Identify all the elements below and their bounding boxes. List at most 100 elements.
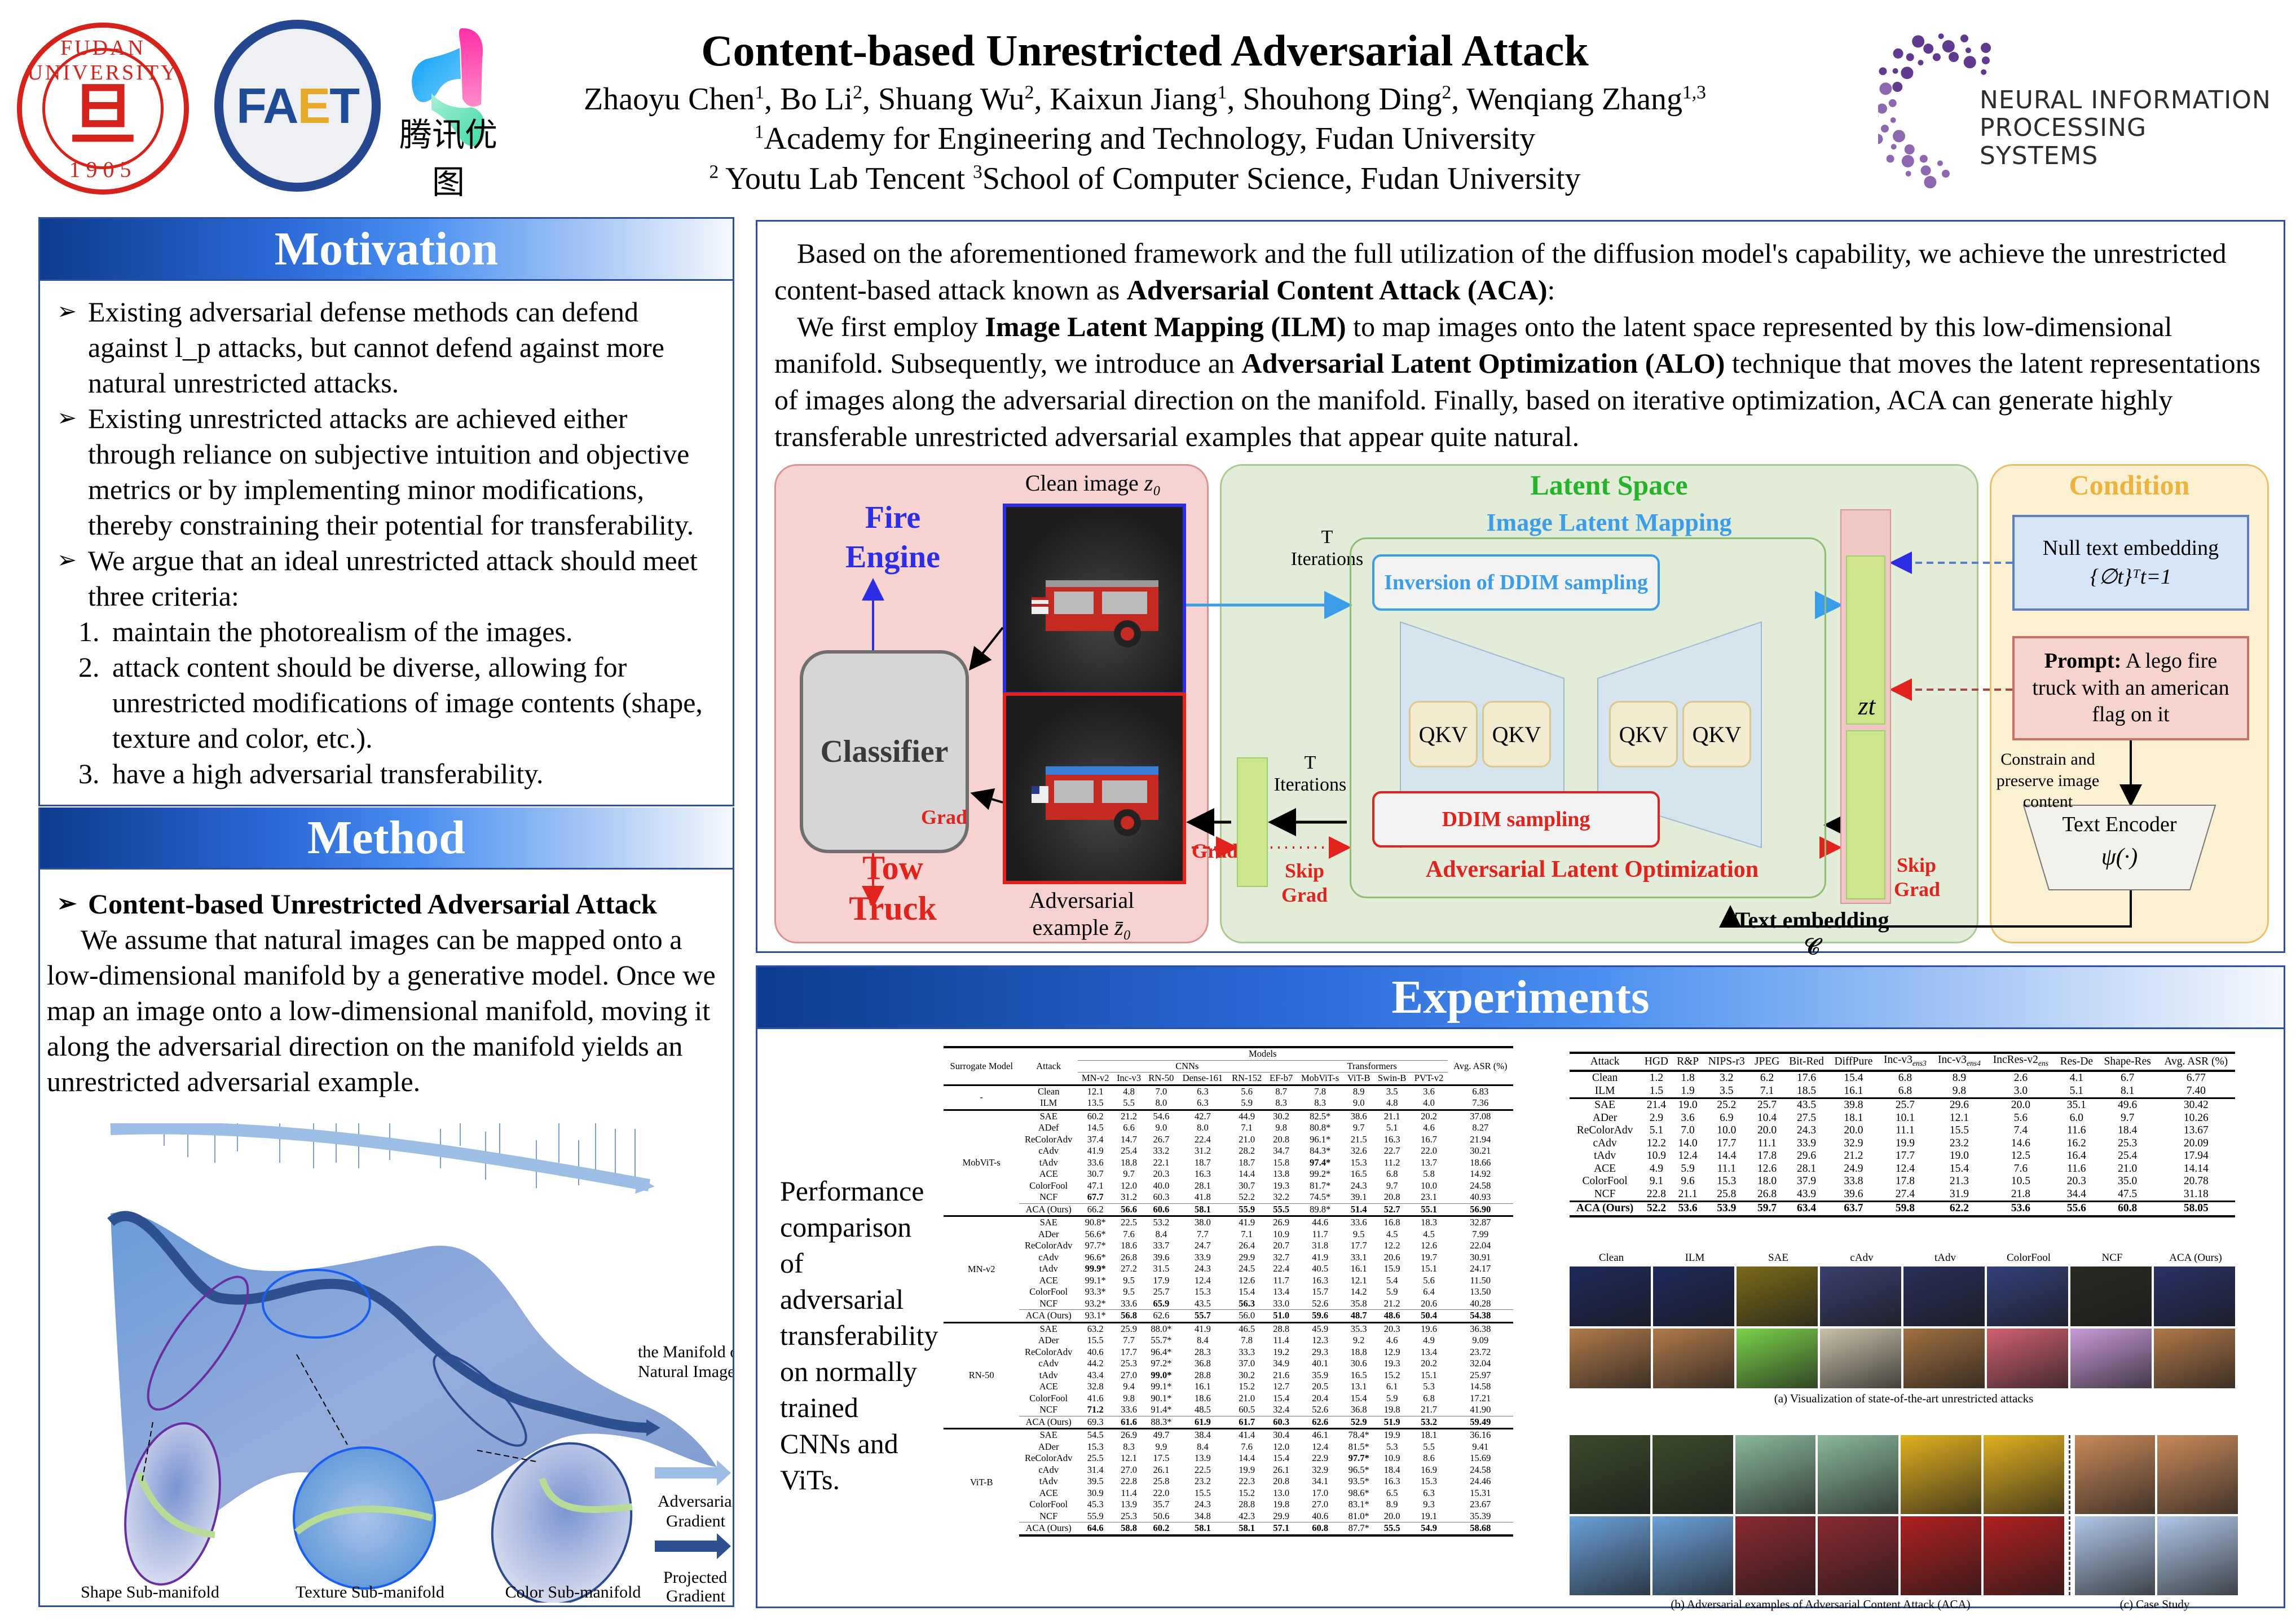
clean-image-label: Clean image z₀ [997,470,1189,496]
texture-sub-manifold-label: Texture Sub-manifold [296,1583,444,1601]
value-cell: 6.6 [1123,1122,1135,1133]
value-cell: 26.1 [1153,1464,1170,1475]
value-cell: 6.8 [1386,1168,1398,1179]
value-cell: 23.1 [1421,1191,1438,1202]
value-cell: 9.4 [1123,1381,1135,1392]
value-cell: 17.7 [1350,1240,1367,1251]
value-cell: 14.0 [1678,1137,1698,1149]
neurips-dot [1892,82,1903,92]
value-cell: 3.6 [1410,1084,1448,1097]
attack-cell: ACE [1039,1274,1058,1286]
value-cell: 8.1 [2121,1084,2135,1097]
value-cell: 16.1 [1350,1263,1367,1274]
attack-cell: ColorFool [1029,1180,1068,1191]
author-name: Wenqiang Zhang [1466,81,1682,117]
color-sub-manifold-disc [491,1442,633,1603]
prompt-box: Prompt: A lego fire truck with an americ… [2012,636,2249,740]
method-section: Method ➢Content-based Unrestricted Adver… [38,807,734,1607]
value-cell: 40.6 [1312,1510,1329,1521]
value-cell: 11.2 [1384,1157,1400,1168]
value-cell: 42.3 [1239,1510,1255,1521]
value-cell: 17.7 [1121,1346,1138,1357]
affiliation-mark: 2 [709,161,719,183]
null-text-formula: {∅t}ᵀt=1 [2090,565,2171,589]
value-cell: 9.0 [1352,1097,1365,1108]
value-cell: 97.7* [1085,1240,1106,1251]
aca-p1-text: Based on the aforementioned framework an… [774,237,2227,306]
null-text-embedding-box: Null text embedding {∅t}ᵀt=1 [2012,515,2249,611]
value-cell: 93.3* [1085,1286,1106,1297]
value-cell: 28.8 [1266,1321,1297,1335]
value-cell: 49.7 [1144,1428,1178,1441]
value-cell: 59.6 [1296,1309,1344,1322]
attack-visualization-image [1903,1329,1985,1388]
surrogate-model-cell: MobViT-s [944,1109,1020,1216]
value-cell: 17.6 [1784,1070,1829,1085]
neurips-dot [1888,99,1897,107]
value-cell: 17.9 [1153,1274,1170,1286]
value-cell: 17.8 [1895,1175,1915,1188]
value-cell: 15.2 [1239,1381,1255,1392]
value-cell: 3.5 [1720,1084,1734,1097]
prompt-label: Prompt: [2044,649,2122,673]
value-cell: 20.2 [1421,1358,1438,1369]
value-cell: 39.6 [1844,1188,1863,1200]
value-cell: 40.6 [1087,1346,1104,1357]
aca-example-image [1570,1435,1650,1514]
value-cell: 9.9 [1155,1441,1167,1452]
value-cell: 24.3 [1194,1499,1211,1510]
header-surrogate: Surrogate Model [944,1046,1020,1085]
attack-visualization-image [2154,1329,2235,1388]
caption-c: (c) Case Study [2119,1597,2190,1611]
text-encoder-shape [2022,805,2216,890]
value-cell: 34.1 [1312,1476,1329,1486]
attack-visualization-image [1987,1266,2068,1326]
value-cell: 83.1* [1348,1499,1369,1510]
value-cell: 42.7 [1178,1109,1228,1122]
avg-asr-cell: 6.83 [1447,1084,1513,1097]
value-cell: 12.5 [2011,1150,2030,1162]
column-header: Dense-161 [1182,1073,1223,1083]
value-cell: 52.6 [1312,1404,1329,1415]
attack-cell: ReColorAdv [1025,1240,1073,1251]
value-cell: 93.2* [1085,1298,1106,1309]
manifold-label-line-1: the Manifold of [638,1343,733,1361]
value-cell: 32.6 [1350,1145,1367,1156]
grid-b-row [1570,1435,2238,1514]
value-cell: 38.0 [1178,1215,1228,1229]
neurips-dot [1981,56,1990,65]
value-cell: 84.3* [1310,1145,1331,1156]
avg-asr-cell: 32.87 [1447,1215,1513,1229]
attack-visualization-image [1820,1329,1901,1388]
value-cell: 10.9 [1646,1150,1666,1162]
value-cell: 10.26 [2183,1111,2209,1124]
value-cell: 21.2 [1113,1109,1145,1122]
value-cell: 11.1 [1896,1124,1915,1137]
value-cell: 4.9 [1649,1162,1664,1175]
null-text-label: Null text embedding [2042,536,2219,560]
value-cell: 14.2 [1350,1286,1367,1297]
value-cell: 48.6 [1373,1309,1411,1322]
attack-cell: NCF [1039,1404,1058,1415]
value-cell: 26.7 [1153,1133,1170,1145]
case-study-divider [2068,1516,2070,1595]
ddim-inversion-box: Inversion of DDIM sampling [1372,554,1660,611]
attack-visualization-image [1820,1266,1901,1326]
neurips-dot [1893,130,1906,143]
attack-cell: ACA (Ours) [1019,1415,1078,1429]
value-cell: 34.7 [1273,1145,1290,1156]
value-cell: 81.7* [1310,1180,1331,1191]
column-header-attack: Attack [1570,1051,1641,1071]
experiments-heading: Experiments [757,967,2284,1029]
value-cell: 96.6* [1085,1251,1106,1263]
value-cell: 4.6 [1386,1335,1398,1345]
attack-visualization-image [1653,1329,1734,1388]
